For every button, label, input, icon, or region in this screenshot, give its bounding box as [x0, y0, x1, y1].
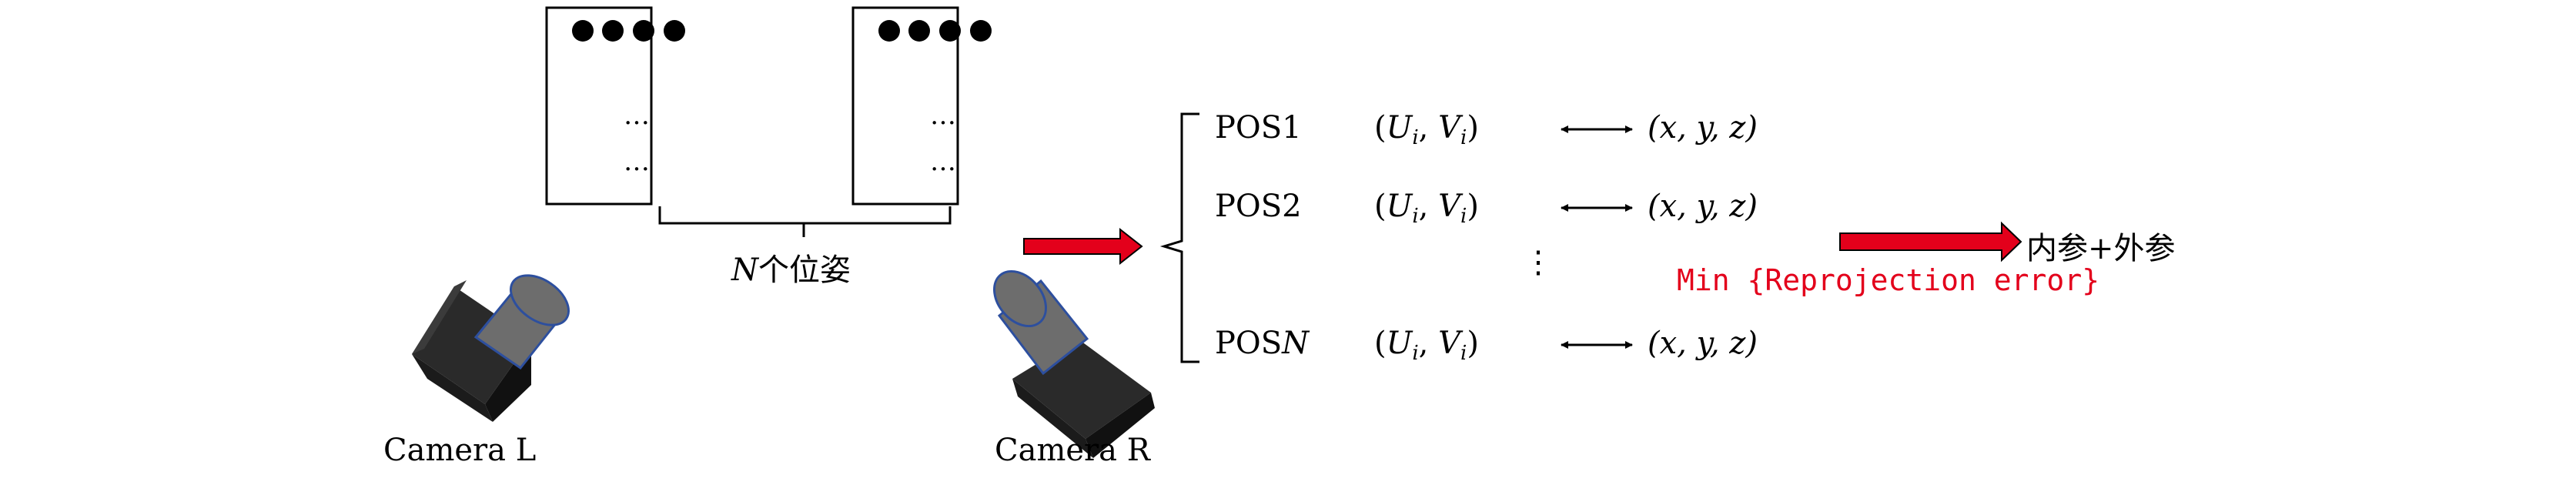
- position-row-uv: (Ui, Vi): [1374, 326, 1479, 365]
- position-row-name: POS1: [1215, 110, 1302, 146]
- board-dot: [939, 20, 961, 42]
- position-row-xyz: (x, y, z): [1648, 110, 1758, 146]
- calibration-board-left: [545, 6, 685, 206]
- poses-label-text: 个位姿: [758, 253, 851, 288]
- position-row-name: POSN: [1215, 326, 1310, 361]
- poses-brace: [658, 206, 952, 237]
- board-dot: [633, 20, 654, 42]
- poses-label: N个位姿: [731, 245, 851, 289]
- board-left-ellipsis-2: …: [624, 146, 650, 177]
- board-right-ellipsis-2: …: [930, 146, 956, 177]
- board-dot: [878, 20, 900, 42]
- board-dot: [970, 20, 992, 42]
- board-dot: [908, 20, 930, 42]
- input-arrow-icon: [1023, 227, 1143, 266]
- vertical-ellipsis: ⋮: [1523, 245, 1554, 280]
- board-dot: [664, 20, 685, 42]
- position-row-xyz: (x, y, z): [1648, 326, 1758, 361]
- board-right-ellipsis-1: …: [930, 100, 956, 131]
- position-row-name: POS2: [1215, 189, 1302, 224]
- result-label: 内参+外参: [2026, 231, 2176, 266]
- camera-right-label: Camera R: [995, 433, 1150, 468]
- board-left-ellipsis-1: …: [624, 100, 650, 131]
- result-arrow-icon: [1839, 221, 2022, 263]
- position-row-uv: (Ui, Vi): [1374, 110, 1479, 149]
- objective-label: Min {Reprojection error}: [1677, 263, 2100, 297]
- camera-left-label: Camera L: [383, 433, 537, 468]
- board-dot: [572, 20, 594, 42]
- position-row-xyz: (x, y, z): [1648, 189, 1758, 224]
- position-row-uv: (Ui, Vi): [1374, 189, 1479, 228]
- position-brace: [1159, 112, 1199, 363]
- camera-right-icon: [993, 269, 1155, 458]
- calibration-board-right: [851, 6, 992, 206]
- poses-label-var: N: [731, 253, 758, 288]
- board-dot: [602, 20, 624, 42]
- camera-left-icon: [412, 274, 570, 422]
